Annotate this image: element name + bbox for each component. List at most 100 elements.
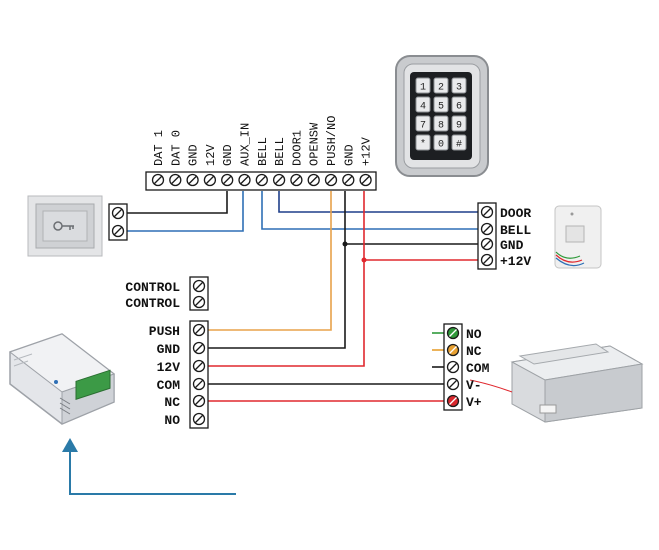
doorbell-label-12v: +12V [500, 254, 531, 269]
svg-text:#: # [456, 140, 462, 151]
controller-label-bell-8: BELL [273, 137, 287, 166]
doorbell-screw-door [480, 205, 494, 219]
wire-exit-auxin [127, 191, 244, 232]
keypad-key-6: 6 [451, 96, 467, 113]
controller-screw-5 [221, 173, 234, 187]
lock-screw-v [446, 394, 460, 408]
psu-screw-push-3 [192, 323, 206, 337]
controller-screw-8 [272, 173, 286, 187]
controller-label-gnd-3: GND [187, 144, 201, 166]
controller-screw-3 [186, 173, 199, 187]
controller-label-aux-in-6: AUX_IN [239, 123, 253, 166]
controller-label-opensw-10: OPENSW [308, 122, 322, 166]
exit-screw-2 [111, 224, 125, 238]
svg-text:2: 2 [438, 83, 444, 94]
controller-screw-11 [324, 173, 338, 187]
psu-screw-nc-7 [192, 394, 206, 408]
lock-screw-com [446, 360, 460, 374]
controller-screw-4 [203, 173, 217, 187]
keypad-key-7: 7 [415, 115, 431, 132]
controller-screw-2 [169, 173, 182, 187]
exit-button-terminal-block [108, 203, 128, 241]
key-icon [53, 221, 74, 231]
keypad-key-8: 8 [433, 115, 449, 132]
svg-text:6: 6 [456, 102, 462, 113]
keypad-key-3: 3 [451, 77, 467, 94]
psu-label-push-3: PUSH [149, 324, 180, 339]
psu-screw-com-6 [192, 377, 206, 391]
lock-screw-no [446, 326, 460, 340]
controller-label-bell-7: BELL [256, 137, 270, 166]
controller-screw-7 [255, 173, 268, 187]
power-supply-device [8, 333, 116, 425]
lock-screw-nc [446, 343, 460, 357]
exit-screw-1 [111, 206, 125, 220]
wire-bell [261, 191, 480, 230]
psu-label-nc-7: NC [164, 395, 180, 410]
keypad-key-1: 1 [415, 77, 431, 94]
controller-screw-13 [359, 173, 372, 187]
psu-label-12v-5: 12V [157, 360, 181, 375]
psu-screw-control-1 [192, 279, 206, 293]
lock-screw-v [446, 377, 460, 391]
controller-label-gnd-5: GND [221, 144, 235, 166]
doorbell-label-bell: BELL [500, 223, 531, 238]
doorbell-screw-bell [480, 222, 494, 236]
psu-label-control-2: CONTROL [125, 296, 180, 311]
controller-label-12v-4: 12V [204, 144, 218, 166]
keypad-key-star: * [415, 134, 431, 151]
wire-12v-psu [208, 191, 365, 367]
keypad-key-9: 9 [451, 115, 467, 132]
svg-text:1: 1 [420, 83, 426, 94]
doorbell-label-gnd: GND [500, 238, 524, 253]
keypad-key-2: 2 [433, 77, 449, 94]
psu-screw-control-2 [192, 295, 206, 309]
controller-label-dat-0-2: DAT 0 [169, 130, 183, 166]
electric-lock-device [469, 343, 644, 423]
lock-terminal-block: NO NC COM V- V+ [443, 323, 490, 411]
controller-screw-6 [238, 173, 251, 187]
lock-label-com: COM [466, 361, 490, 376]
psu-label-no-8: NO [164, 413, 180, 428]
svg-text:0: 0 [438, 140, 444, 151]
controller-label-gnd-12: GND [342, 144, 356, 166]
wire-gnd-psu [208, 191, 346, 349]
doorbell-label-door: DOOR [500, 206, 531, 221]
controller-label-push-no-11: PUSH/NO [325, 116, 339, 166]
controller-screw-12 [342, 173, 355, 187]
wire-push [208, 191, 332, 331]
keypad-key-0: 0 [433, 134, 449, 151]
controller-label-dat-1-1: DAT 1 [152, 130, 166, 166]
psu-screw-gnd-4 [192, 341, 206, 355]
psu-label-gnd-4: GND [157, 342, 181, 357]
keypad-key-5: 5 [433, 96, 449, 113]
wires [127, 191, 480, 402]
svg-text:5: 5 [438, 102, 444, 113]
psu-label-control-1: CONTROL [125, 280, 180, 295]
doorbell-screw-12v [480, 253, 494, 267]
lock-label-v: V+ [466, 395, 482, 410]
exit-button-device [27, 195, 103, 257]
keypad-key-4: 4 [415, 96, 431, 113]
psu-screw-no-8 [192, 412, 206, 426]
controller-screw-1 [151, 173, 165, 187]
wire-door [278, 191, 480, 213]
lock-label-v: V- [466, 378, 482, 393]
svg-text:*: * [420, 139, 426, 151]
controller-label-12v-13: +12V [360, 136, 374, 166]
svg-text:4: 4 [420, 102, 426, 113]
controller-label-door1-9: DOOR1 [290, 130, 304, 166]
lock-label-nc: NC [466, 344, 482, 359]
wire-exit-gnd [127, 191, 228, 214]
svg-text:9: 9 [456, 121, 462, 132]
lock-label-no: NO [466, 327, 482, 342]
psu-screw-12v-5 [192, 359, 206, 373]
psu-label-com-6: COM [157, 378, 181, 393]
controller-screw-10 [307, 173, 320, 187]
doorbell-device [554, 205, 602, 269]
